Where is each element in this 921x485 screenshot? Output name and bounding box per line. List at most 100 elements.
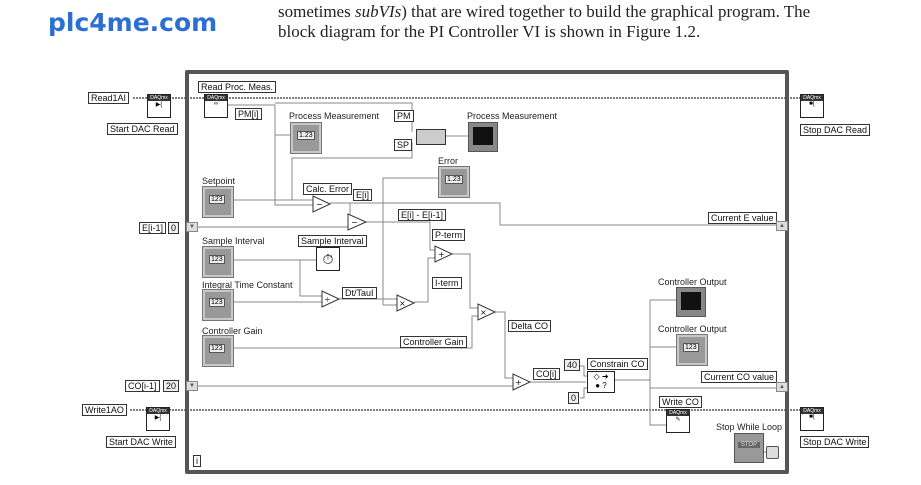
write-co-label: Write CO bbox=[659, 396, 702, 408]
process-measurement-indicator[interactable]: 1.23 bbox=[290, 122, 322, 154]
min-constant[interactable]: 0 bbox=[568, 392, 580, 404]
co-init-constant[interactable]: 20 bbox=[163, 380, 180, 392]
wire-max bbox=[580, 365, 588, 377]
daqmx-stop-read-icon[interactable]: DAQmx■{ bbox=[800, 94, 824, 118]
daqmx-label: DAQmx bbox=[801, 408, 823, 414]
error-indicator[interactable]: 1.23 bbox=[438, 166, 470, 198]
stop-dac-write-label: Stop DAC Write bbox=[800, 436, 870, 448]
sp-label: SP bbox=[394, 139, 413, 151]
svg-text:−: − bbox=[351, 218, 358, 227]
metronome-wait-icon[interactable]: ⏱ bbox=[316, 247, 340, 271]
multiply-node bbox=[396, 294, 416, 312]
iteration-terminal: i bbox=[193, 455, 201, 467]
setpoint-control[interactable]: 123 bbox=[202, 186, 234, 218]
error-indicator-label: Error bbox=[438, 156, 458, 166]
wire-ediff bbox=[366, 221, 435, 251]
daqmx-start-read-icon[interactable]: DAQmx▶{ bbox=[147, 94, 171, 118]
integral-time-constant-control[interactable]: 123 bbox=[202, 289, 234, 321]
setpoint-label: Setpoint bbox=[202, 176, 236, 186]
daqmx-stop-write-icon[interactable]: DAQmx■{ bbox=[800, 407, 824, 431]
e-i-label: E[i] bbox=[353, 189, 373, 201]
divide-node bbox=[321, 290, 341, 308]
current-co-value-label: Current CO value bbox=[701, 371, 778, 383]
daqmx-label: DAQmx bbox=[147, 408, 169, 414]
svg-text:×: × bbox=[480, 308, 487, 317]
pm-i-label: PM[i] bbox=[235, 108, 262, 120]
daqmx-start-write-icon[interactable]: DAQmx▶{ bbox=[146, 407, 170, 431]
loop-condition-terminal[interactable] bbox=[766, 446, 779, 459]
bundle-node[interactable] bbox=[416, 129, 446, 145]
text-segment: sometimes bbox=[278, 2, 355, 21]
controller-output-chart-icon[interactable] bbox=[676, 287, 706, 317]
controller-output-indicator-label: Controller Output bbox=[658, 324, 727, 334]
daqmx-write-icon[interactable]: DAQmx✎ bbox=[666, 409, 690, 433]
while-loop-frame[interactable] bbox=[185, 70, 789, 474]
sample-interval-label: Sample Interval bbox=[202, 236, 265, 246]
max-constant[interactable]: 40 bbox=[564, 359, 581, 371]
controller-output-indicator[interactable]: 123 bbox=[676, 334, 708, 366]
process-measurement-chart-label: Process Measurement bbox=[467, 111, 558, 121]
text-segment: ) that are wired together to build the g… bbox=[401, 2, 811, 21]
read-channel-constant[interactable]: Read1AI bbox=[88, 92, 130, 104]
site-logo: plc4me.com bbox=[48, 8, 218, 37]
e-diff-label: E[i] - E[i-1] bbox=[398, 209, 447, 221]
delta-co-label: Delta CO bbox=[508, 320, 552, 332]
sample-interval-control[interactable]: 123 bbox=[202, 246, 234, 278]
write-channel-constant[interactable]: Write1AO bbox=[82, 404, 127, 416]
controller-gain-control[interactable]: 123 bbox=[202, 335, 234, 367]
svg-text:+: + bbox=[515, 378, 522, 387]
wire-si-div bbox=[299, 260, 322, 297]
p-term-label: P-term bbox=[432, 229, 465, 241]
daqmx-read-icon[interactable]: DAQmx∞ bbox=[204, 94, 228, 118]
stop-button-control[interactable]: STOP bbox=[734, 433, 764, 463]
numeric-glyph: 123 bbox=[209, 195, 225, 204]
numeric-glyph: 123 bbox=[209, 344, 225, 353]
pm-label: PM bbox=[394, 110, 414, 122]
text-emphasis: subVIs bbox=[354, 2, 402, 21]
text-segment: block diagram for the PI Controller VI i… bbox=[278, 22, 701, 41]
integral-time-constant-label: Integral Time Constant bbox=[202, 280, 293, 290]
start-dac-write-label: Start DAC Write bbox=[106, 436, 176, 448]
wire-current-e bbox=[330, 202, 776, 226]
numeric-glyph: 123 bbox=[683, 343, 699, 352]
e-prev-label: E[i-1] bbox=[139, 222, 167, 234]
wire-min bbox=[580, 387, 588, 399]
svg-text:×: × bbox=[399, 299, 406, 308]
wire-delta bbox=[495, 311, 513, 379]
daqmx-label: DAQmx bbox=[667, 410, 689, 416]
subtract-node bbox=[347, 213, 368, 231]
read-proc-meas-label: Read Proc. Meas. bbox=[198, 81, 277, 93]
controller-output-chart-label: Controller Output bbox=[658, 277, 727, 287]
wire-ei bbox=[330, 202, 351, 220]
wire-iterm bbox=[414, 257, 435, 303]
shift-register-left-e[interactable]: ▼ bbox=[186, 222, 198, 232]
calc-error-label: Calc. Error bbox=[303, 183, 353, 195]
daqmx-label: DAQmx bbox=[148, 95, 170, 101]
numeric-glyph: 1.23 bbox=[297, 131, 315, 140]
multiply-node bbox=[477, 303, 497, 321]
co-prev-label: CO[i-1] bbox=[125, 380, 160, 392]
wire-co-chart bbox=[614, 299, 676, 381]
shift-register-left-co[interactable]: ▼ bbox=[186, 381, 198, 391]
current-e-value-label: Current E value bbox=[708, 212, 777, 224]
add-node bbox=[434, 245, 454, 263]
stop-dac-read-label: Stop DAC Read bbox=[800, 124, 871, 136]
shift-register-right-e[interactable]: ▲ bbox=[776, 221, 788, 231]
in-range-coerce-icon[interactable]: ◇ ➜● ? bbox=[587, 371, 615, 393]
wire-error bbox=[382, 177, 438, 305]
chart-icon[interactable] bbox=[468, 122, 498, 152]
svg-text:−: − bbox=[316, 200, 323, 209]
stop-button-text: STOP bbox=[738, 442, 760, 448]
stop-while-loop-label: Stop While Loop bbox=[716, 422, 783, 432]
shift-register-right-co[interactable]: ▲ bbox=[776, 382, 788, 392]
subtract-node bbox=[312, 195, 332, 213]
wire-pterm bbox=[452, 253, 478, 309]
numeric-glyph: 123 bbox=[209, 298, 225, 307]
wire-gain bbox=[232, 315, 478, 349]
controller-gain-label: Controller Gain bbox=[202, 326, 263, 336]
e-init-constant[interactable]: 0 bbox=[168, 222, 180, 234]
numeric-glyph: 1.23 bbox=[445, 175, 463, 184]
constrain-co-label: Constrain CO bbox=[587, 358, 648, 370]
